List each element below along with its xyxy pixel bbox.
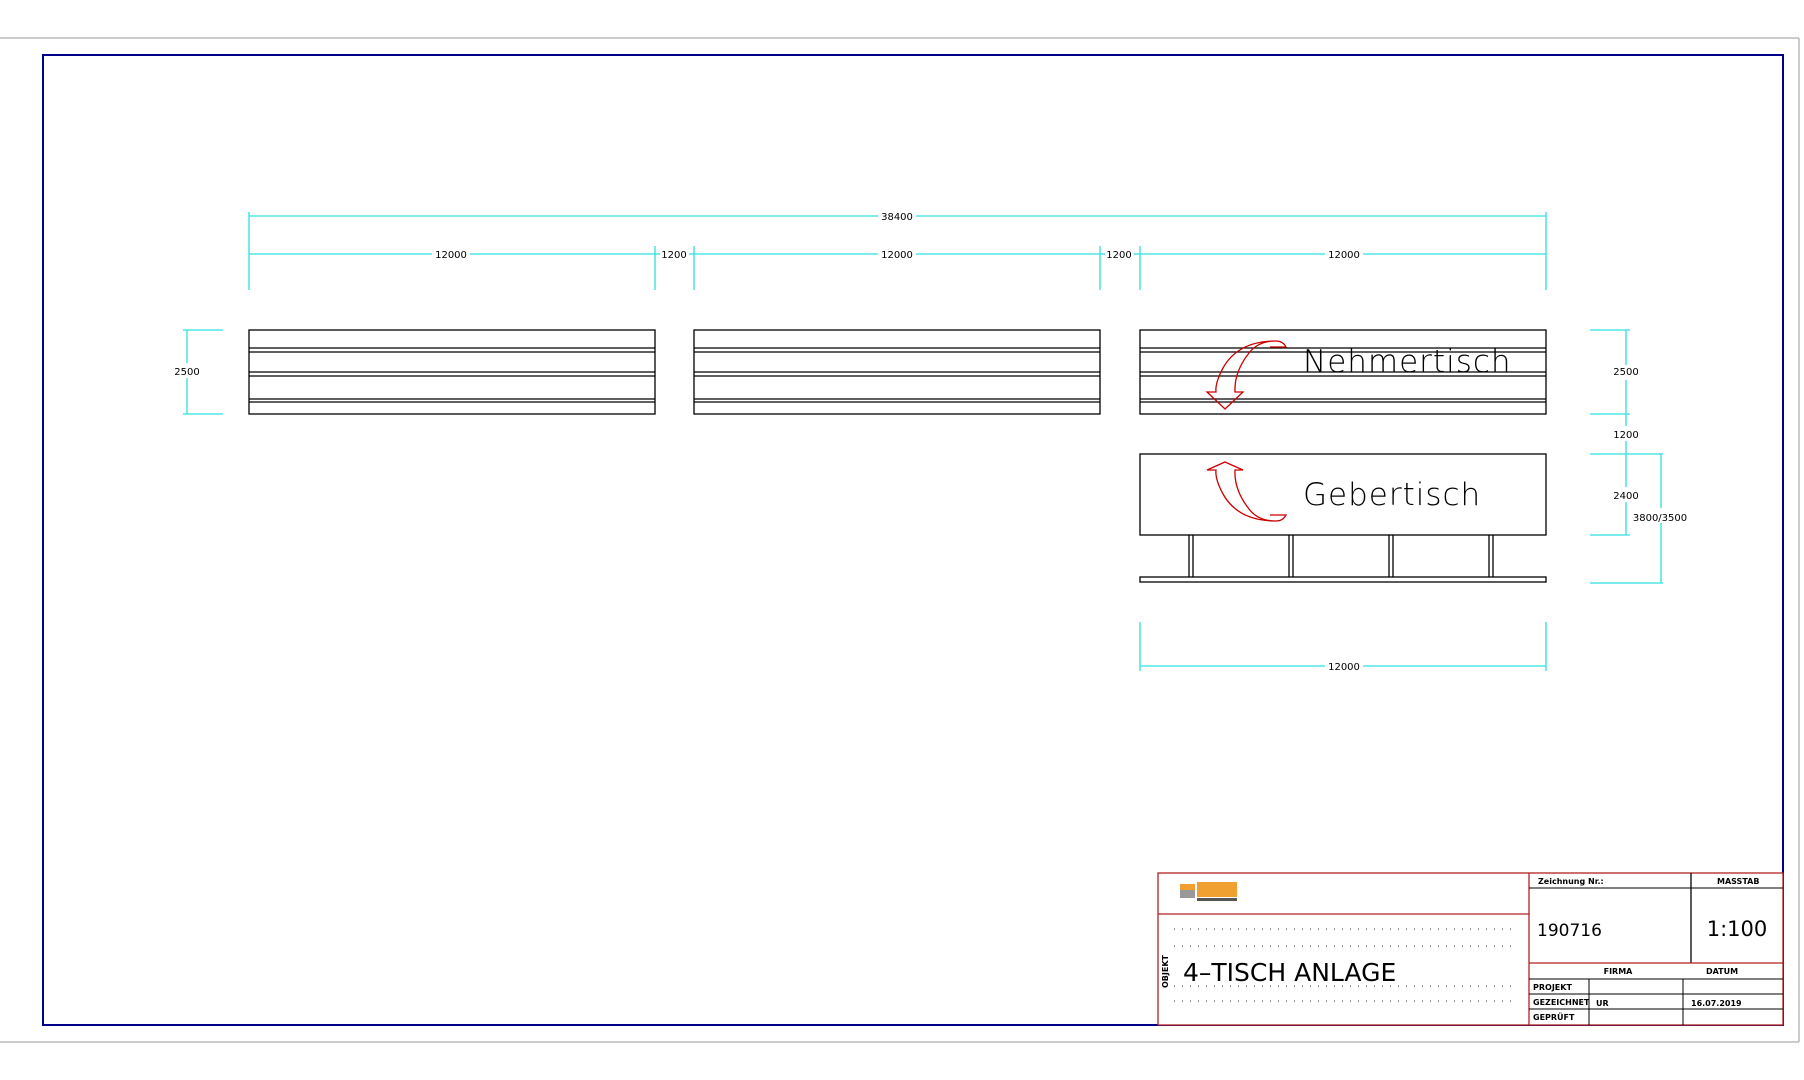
dim-right-gap: 1200	[1613, 430, 1638, 441]
gebertisch-label: Gebertisch	[1303, 477, 1481, 513]
row-label-projekt: PROJEKT	[1533, 983, 1572, 992]
drawing-number-label: Zeichnung Nr.:	[1538, 877, 1604, 886]
scale-value: 1:100	[1707, 917, 1768, 941]
object-label: OBJEKT	[1161, 954, 1170, 988]
dim-table-2: 12000	[881, 250, 913, 261]
scale-label: MASSTAB	[1717, 877, 1759, 886]
arrow-up-icon	[1206, 461, 1288, 522]
gebertisch: Gebertisch	[1139, 453, 1547, 583]
gezeichnet-datum: 16.07.2019	[1691, 999, 1742, 1008]
datum-label: DATUM	[1706, 967, 1738, 976]
title-block: OBJEKT 4–TISCH ANLAGE Zeichnung Nr.: MAS…	[1157, 872, 1784, 1026]
arrow-down-icon	[1205, 340, 1288, 410]
dim-gap-1: 1200	[661, 250, 686, 261]
dim-total: 38400	[881, 212, 913, 223]
left-dimension: 2500	[174, 329, 223, 415]
dim-right-total: 3800/3500	[1633, 513, 1687, 524]
object-title: 4–TISCH ANLAGE	[1183, 958, 1396, 987]
dim-table-1: 12000	[435, 250, 467, 261]
table-2	[693, 329, 1101, 415]
dim-bottom-length: 12000	[1328, 662, 1360, 673]
table-legs	[1188, 535, 1494, 577]
right-dimensions: 2500 1200 2400 3800/3500	[1590, 329, 1687, 584]
dim-left-height: 2500	[174, 367, 199, 378]
top-dimensions: 38400 12000 1200 12000 1200 12000	[248, 212, 1547, 290]
table-3-nehmertisch: Nehmertisch	[1139, 329, 1547, 415]
dim-right-top: 2500	[1613, 367, 1638, 378]
dim-gap-2: 1200	[1106, 250, 1131, 261]
firma-label: FIRMA	[1604, 967, 1634, 976]
company-logo	[1180, 882, 1237, 901]
nehmertisch-label: Nehmertisch	[1303, 344, 1512, 380]
dim-right-bottom: 2400	[1613, 491, 1638, 502]
row-label-geprueft: GEPRÜFT	[1533, 1012, 1575, 1022]
dim-table-3: 12000	[1328, 250, 1360, 261]
table-1	[248, 329, 656, 415]
drawing-number: 190716	[1537, 921, 1602, 941]
gezeichnet-firma: UR	[1596, 999, 1609, 1008]
bottom-dimension: 12000	[1139, 622, 1547, 673]
drawing-frame	[42, 54, 1784, 1026]
row-label-gezeichnet: GEZEICHNET	[1533, 998, 1590, 1007]
